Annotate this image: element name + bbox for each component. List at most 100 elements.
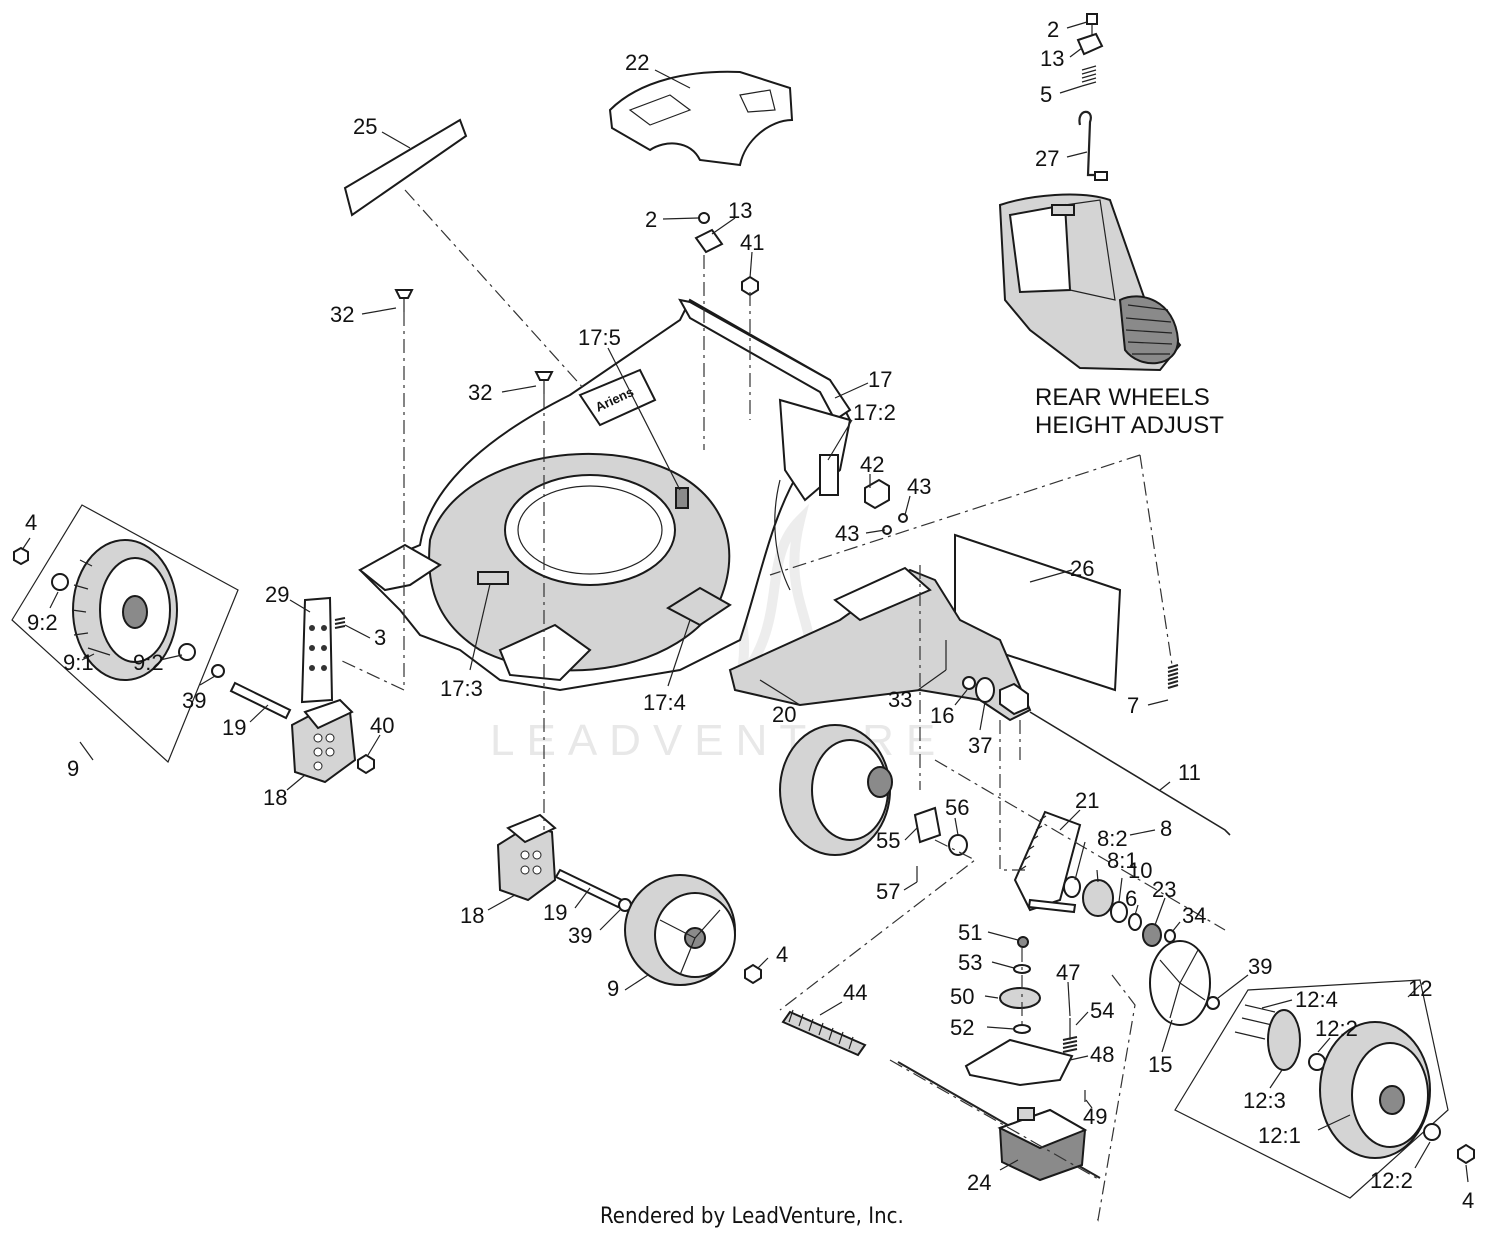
callout-label: 12:1: [1258, 1123, 1301, 1148]
part-43-pin-a: [898, 513, 908, 523]
callout-label: 20: [772, 702, 796, 727]
part-18-height-bracket-front: [496, 813, 557, 902]
part-4-nut-left: [13, 546, 29, 566]
part-51-nut: [1017, 936, 1029, 948]
part-7-spring: [1167, 664, 1179, 689]
part-54-spring: [1062, 1036, 1078, 1053]
callout-label: 9: [67, 756, 79, 781]
guide-lines: [339, 189, 1226, 1222]
callout-label: 47: [1056, 960, 1080, 985]
part-27-rod: [1078, 110, 1100, 177]
part-2-screw: [698, 212, 710, 224]
callout-label: 19: [222, 715, 246, 740]
callout-label: 9:1: [63, 650, 94, 675]
part-23-pinion: [1142, 923, 1162, 947]
callout-label: 13: [1040, 46, 1064, 71]
callout-label: 12: [1408, 976, 1432, 1001]
inset-deck-section: [998, 193, 1182, 372]
part-12-3-gear: [1267, 1009, 1301, 1071]
part-52-washer: [1013, 1024, 1031, 1034]
footer-credit: Rendered by LeadVenture, Inc.: [600, 1204, 904, 1229]
callout-label: 48: [1090, 1042, 1114, 1067]
part-56-bearing: [948, 834, 968, 856]
part-39-washer-right: [1206, 996, 1220, 1010]
callout-label: 10: [1128, 858, 1152, 883]
part-29-plate: [300, 596, 334, 704]
callout-label: 39: [1248, 954, 1272, 979]
callout-label: 19: [543, 900, 567, 925]
part-13-top-bracket: [1076, 32, 1104, 56]
callout-label: 55: [876, 828, 900, 853]
callout-label: 26: [1070, 556, 1094, 581]
callout-label: 17:5: [578, 325, 621, 350]
callout-label: 22: [625, 50, 649, 75]
callout-label: 39: [568, 923, 592, 948]
callout-label: 13: [728, 198, 752, 223]
leader-lines: [21, 21, 1469, 1183]
part-8-2-washer: [1063, 876, 1081, 898]
part-44-spring: [781, 1010, 867, 1057]
part-15-hubcap: [1149, 940, 1211, 1026]
part-37-bushing: [975, 677, 995, 703]
callout-label: 52: [950, 1015, 974, 1040]
callout-label: 43: [835, 521, 859, 546]
part-17-3-decal: [477, 571, 509, 585]
part-6-washer: [1128, 913, 1142, 931]
callout-label: 17:3: [440, 676, 483, 701]
part-39-washer-left: [211, 664, 225, 678]
part-50-pulley: [999, 987, 1041, 1009]
part-34-clip: [1164, 929, 1176, 943]
part-9-2-washer-b: [178, 643, 196, 661]
callout-label: 4: [25, 510, 37, 535]
callout-label: 23: [1152, 877, 1176, 902]
callout-label: 37: [968, 733, 992, 758]
callout-label: 9:2: [133, 650, 164, 675]
callout-label: 49: [1083, 1104, 1107, 1129]
callout-label: 11: [1178, 760, 1201, 785]
callout-label: 12:4: [1295, 987, 1338, 1012]
callout-label: 54: [1090, 998, 1114, 1023]
callout-label: 34: [1182, 903, 1206, 928]
callout-labels: 2 13 5 27 22 25 2 13 41 32 32 17:5 17 17…: [25, 17, 1474, 1213]
part-12-1-wheel-right: [1319, 1021, 1431, 1159]
callout-label: 43: [907, 474, 931, 499]
part-24-transmission: [997, 1107, 1088, 1182]
part-48-bracket: [964, 1038, 1074, 1087]
callout-label: 16: [930, 703, 954, 728]
callout-label: 29: [265, 582, 289, 607]
callout-label: 24: [967, 1170, 991, 1195]
part-4-nut-right: [1457, 1143, 1475, 1165]
part-2-top-screw: [1086, 13, 1098, 36]
callout-label: 53: [958, 950, 982, 975]
callout-label: 41: [740, 230, 764, 255]
callout-label: 56: [945, 795, 969, 820]
callout-label: 17: [868, 367, 892, 392]
part-5-spring: [1081, 65, 1097, 87]
callout-label: 57: [876, 879, 900, 904]
callout-label: 8:2: [1097, 826, 1128, 851]
part-13-bracket: [694, 228, 724, 254]
deck-engine-mount-ring: [504, 474, 676, 586]
part-9-group-box: [11, 504, 239, 764]
part-8-1-pivot: [1082, 879, 1114, 917]
callout-label: 3: [374, 625, 386, 650]
callout-label: 15: [1148, 1052, 1172, 1077]
callout-label: 18: [460, 903, 484, 928]
part-17-5-fastener: [675, 487, 689, 509]
callout-label: 4: [1462, 1188, 1474, 1213]
callout-label: 7: [1127, 693, 1139, 718]
callout-label: 9: [607, 976, 619, 1001]
callout-label: 2: [1047, 17, 1059, 42]
callout-label: 8:1: [1107, 848, 1138, 873]
part-40-nut: [357, 753, 375, 775]
callout-label: 12:2: [1315, 1016, 1358, 1041]
callout-label: 18: [263, 785, 287, 810]
callout-label: 5: [1040, 82, 1052, 107]
callout-label: 4: [776, 942, 788, 967]
part-55-bracket: [913, 806, 942, 844]
callout-label: 17:2: [853, 400, 896, 425]
part-4-nut-front: [744, 963, 762, 985]
callout-label: 40: [370, 713, 394, 738]
